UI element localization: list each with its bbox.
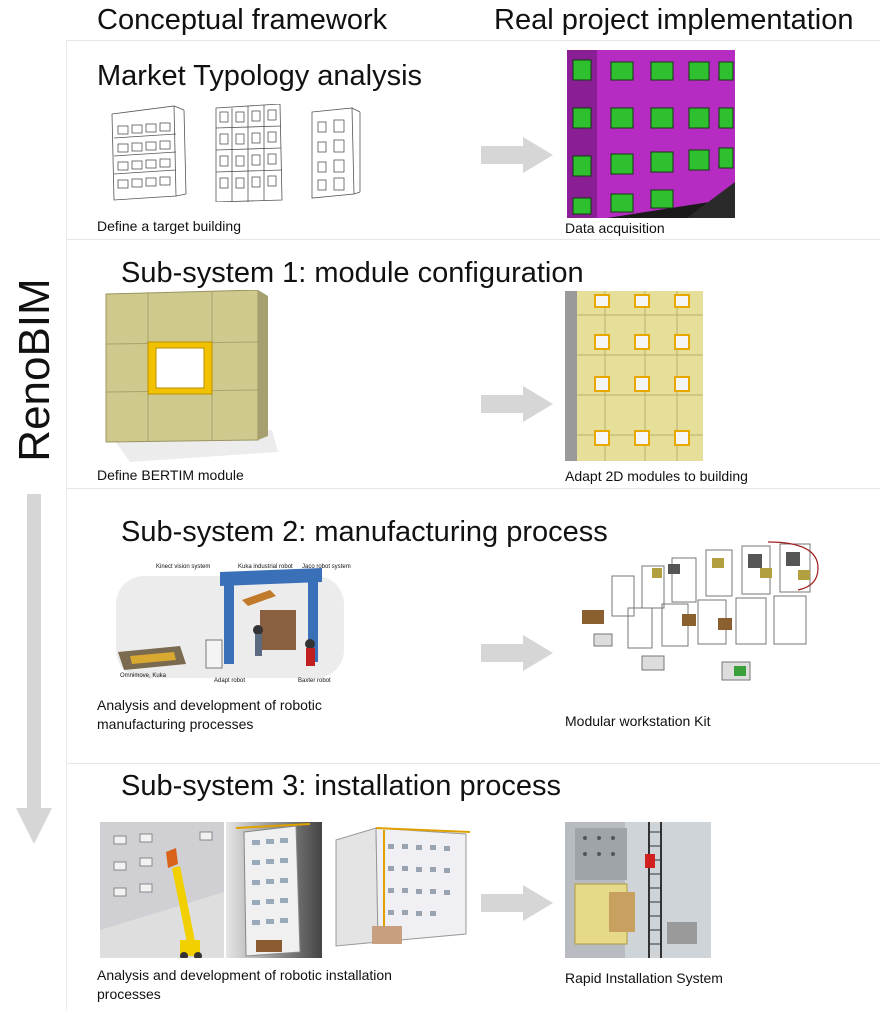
separator: [66, 488, 880, 489]
rapid-installation-system-image: [565, 822, 711, 958]
right-arrow-icon: [481, 137, 553, 173]
right-arrow-icon: [481, 885, 553, 921]
separator: [66, 239, 880, 240]
building-modules-image: [565, 291, 703, 461]
down-arrow-icon: [16, 494, 52, 844]
caption-define-target-building: Define a target building: [97, 218, 241, 234]
caption-modular-workstation-kit: Modular workstation Kit: [565, 713, 711, 729]
caption-define-bertim-module: Define BERTIM module: [97, 467, 244, 483]
renobim-label: RenoBIM: [10, 278, 59, 462]
modular-workstation-kit-image: [582, 541, 819, 681]
conceptual-framework-header: Conceptual framework: [97, 4, 388, 36]
right-arrow-icon: [481, 386, 553, 422]
caption-robotic-manufacturing: Analysis and development of robotic manu…: [97, 697, 322, 732]
boom-lift-installation-image: [100, 822, 224, 958]
section-title-manufacturing-process: Sub-system 2: manufacturing process: [121, 516, 608, 548]
label-baxter-robot: Baxter robot: [298, 678, 331, 684]
label-kinect-vision: Kinect vision system: [156, 564, 211, 570]
label-jaco-robot: Jaco robot system: [302, 564, 351, 570]
label-omnimove: Omnimove, Kuka: [120, 673, 167, 679]
label-kuka-robot: Kuka industrial robot: [238, 564, 293, 570]
tower-building-installation-image: [226, 822, 322, 958]
caption-data-acquisition: Data acquisition: [565, 220, 665, 236]
left-guide-line: [66, 40, 67, 1010]
bertim-module-image: [105, 290, 278, 462]
separator: [66, 40, 880, 41]
section-title-installation-process: Sub-system 3: installation process: [121, 770, 562, 802]
real-implementation-header: Real project implementation: [494, 4, 854, 36]
caption-rapid-installation: Rapid Installation System: [565, 970, 723, 986]
facade-gantry-installation-image: [326, 822, 472, 952]
section-title-market-typology: Market Typology analysis: [97, 60, 423, 92]
separator: [66, 763, 880, 764]
building-sketches-image: [111, 104, 361, 202]
right-arrow-icon: [481, 635, 553, 671]
point-cloud-scan-image: [567, 50, 735, 218]
robotic-manufacturing-image: Kinect vision system Kuka industrial rob…: [110, 560, 354, 690]
caption-robotic-installation: Analysis and development of robotic inst…: [97, 967, 392, 1002]
label-adapt-robot: Adapt robot: [214, 678, 246, 684]
caption-adapt-2d-modules: Adapt 2D modules to building: [565, 468, 748, 484]
section-title-module-configuration: Sub-system 1: module configuration: [121, 257, 584, 289]
